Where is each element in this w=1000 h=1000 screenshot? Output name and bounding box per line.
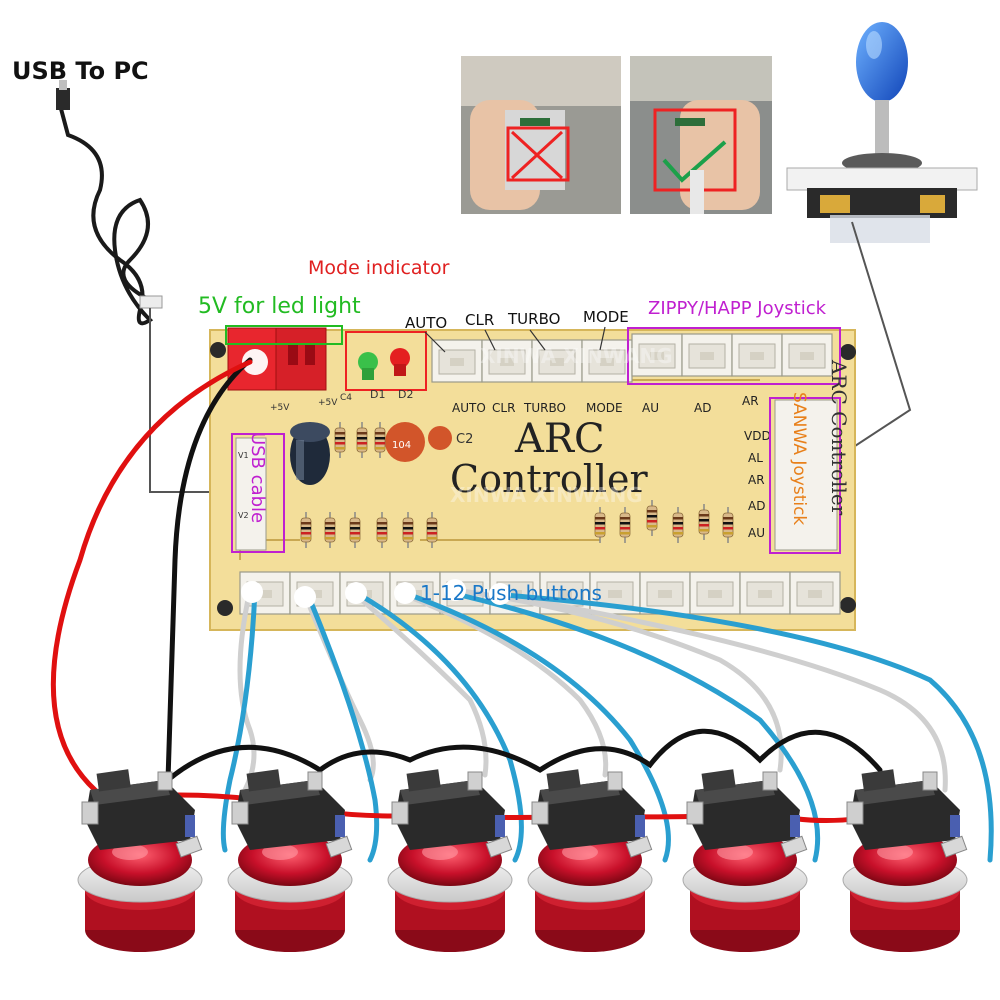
usb-connection-line <box>149 308 228 493</box>
photo-correct-connection <box>630 56 772 214</box>
watermark-top: XINWA XINWANG <box>480 344 673 368</box>
header-zippy-2 <box>681 333 733 377</box>
silk-c2: C2 <box>456 432 473 447</box>
connector-highlights <box>241 579 511 608</box>
mode-label: MODE <box>583 308 629 326</box>
silk-c4: C4 <box>340 393 352 403</box>
usb-cable-label: USB cable <box>247 432 268 523</box>
arc-controller-board: D1 D2 +5V +5V C4 C2 AUTO CLR TURBO MODE … <box>209 325 856 631</box>
silk-ad: AD <box>694 401 711 415</box>
clr-label: CLR <box>465 311 494 329</box>
silk-vdd: VDD <box>744 429 771 443</box>
silk-mode: MODE <box>586 401 623 415</box>
silk-ar: AR <box>742 394 759 408</box>
led-d1-label: D1 <box>370 388 385 401</box>
sanwa-joystick-label: SANWA Joystick <box>789 392 809 525</box>
wires <box>50 357 994 863</box>
silk-al: AL <box>748 451 763 465</box>
usb-cable <box>56 80 163 326</box>
led-d2-label: D2 <box>398 388 413 401</box>
header-zippy-3 <box>731 333 783 377</box>
usb-to-pc-label: USB To PC <box>12 57 149 85</box>
led-power-label: 5V for led light <box>198 294 361 319</box>
photo-wrong-connection <box>461 56 621 214</box>
joystick <box>786 22 978 243</box>
push-button-3 <box>387 768 513 953</box>
silk-au-right: AU <box>748 526 765 540</box>
mode-indicator-label: Mode indicator <box>308 257 450 279</box>
silk-v2: V2 <box>238 511 249 520</box>
silk-ad-right: AD <box>748 499 765 513</box>
auto-label: AUTO <box>405 314 447 332</box>
silk-turbo: TURBO <box>523 401 566 415</box>
push-button-6 <box>842 768 968 953</box>
silk-au: AU <box>642 401 659 415</box>
silk-clr: CLR <box>492 401 515 415</box>
push-button-4 <box>527 768 653 953</box>
watermark-mid: XINWA XINWANG <box>450 483 643 507</box>
silk-5v-a: +5V <box>270 403 290 413</box>
turbo-label: TURBO <box>507 310 560 328</box>
zippy-joystick-label: ZIPPY/HAPP Joystick <box>648 298 827 319</box>
silk-5v-b: +5V <box>318 398 338 408</box>
silk-auto: AUTO <box>452 401 486 415</box>
header-zippy-4 <box>781 333 833 377</box>
push-button-2 <box>227 768 353 953</box>
board-title-arc: ARC <box>514 416 605 462</box>
board-side-text: ARC Controller <box>827 359 851 516</box>
board-title-controller: Controller <box>450 457 649 501</box>
silk-ar-right: AR <box>748 473 765 487</box>
silk-cap-104: 104 <box>392 440 411 451</box>
silk-v1: V1 <box>238 451 249 460</box>
push-buttons-label: 1-12 Push buttons <box>420 581 602 605</box>
push-button-5 <box>682 768 808 953</box>
